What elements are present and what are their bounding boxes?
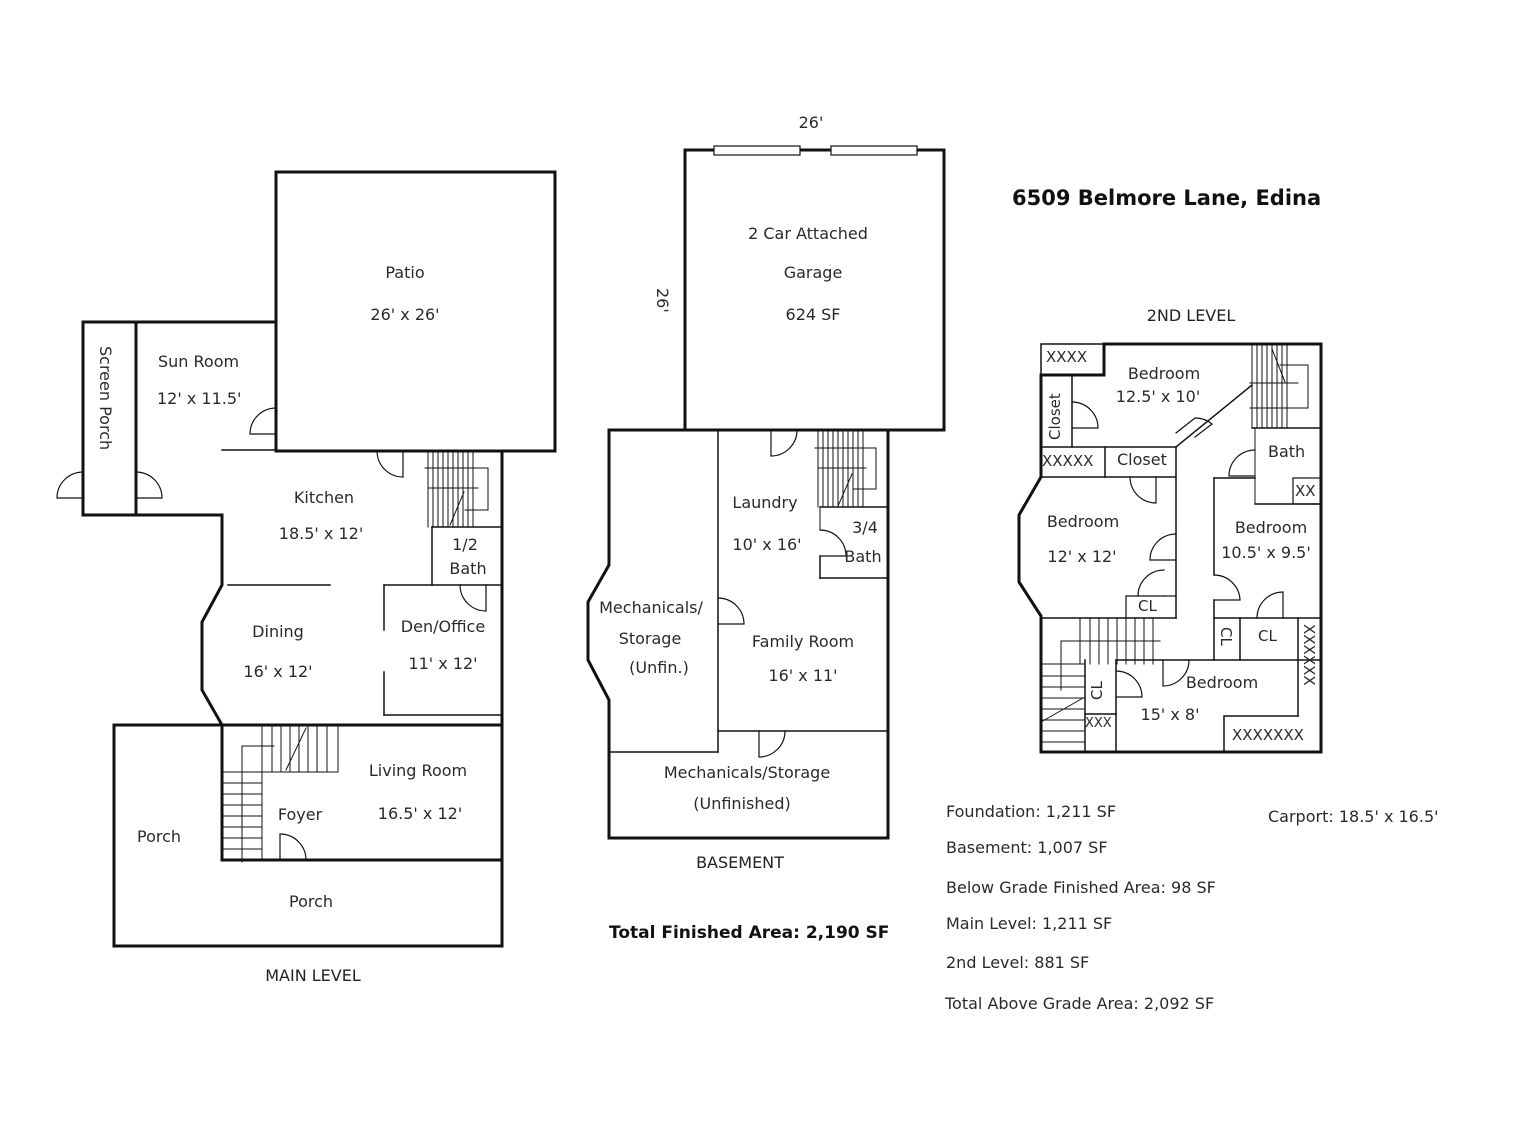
room-size-kitchen: 18.5' x 12': [278, 524, 364, 543]
garage-dimension-top: 26': [798, 113, 824, 132]
main-level-walls: [56, 170, 557, 948]
room-name-bedroom-2: Bedroom: [1046, 512, 1120, 531]
room-size-family-room: 16' x 11': [768, 666, 838, 685]
basement-area: Basement: 1,007 SF: [946, 838, 1108, 857]
garage-dimension-side: 26': [653, 288, 672, 313]
second-level-area: 2nd Level: 881 SF: [946, 953, 1090, 972]
closet-label-4: CL: [1088, 681, 1106, 700]
room-label-three-quarter-bath: Bath: [844, 547, 882, 566]
room-name-porch-left: Porch: [136, 827, 182, 846]
below-grade-finished-area: Below Grade Finished Area: 98 SF: [946, 878, 1216, 897]
room-size-patio: 26' x 26': [370, 305, 440, 324]
room-line3-mechanicals-left: (Unfin.): [629, 658, 689, 677]
room-size-bedroom-1: 12.5' x 10': [1115, 387, 1201, 406]
room-name-bedroom-4: Bedroom: [1185, 673, 1259, 692]
carport-size: Carport: 18.5' x 16.5': [1268, 807, 1439, 826]
storage-mark-2: XXXXX: [1042, 452, 1094, 470]
room-name-dining: Dining: [252, 622, 304, 641]
room-name-mechanicals-storage: Mechanicals/Storage: [663, 763, 831, 782]
garage-name-line2: Garage: [783, 263, 843, 282]
foundation-area: Foundation: 1,211 SF: [946, 802, 1117, 821]
total-above-grade-area: Total Above Grade Area: 2,092 SF: [945, 994, 1215, 1013]
storage-mark-1: XXXX: [1046, 348, 1088, 366]
room-name-kitchen: Kitchen: [293, 488, 355, 507]
room-name-foyer: Foyer: [277, 805, 323, 824]
basement-walls: [586, 145, 946, 840]
garage-area: 624 SF: [785, 305, 841, 324]
room-line2-mechanicals-left: Storage: [618, 629, 682, 648]
closet-label-3: CL: [1258, 627, 1277, 645]
room-name-den-office: Den/Office: [400, 617, 486, 636]
room-size-bedroom-4: 15' x 8': [1140, 705, 1200, 724]
storage-mark-6: XXX: [1085, 716, 1112, 731]
room-name-mechanicals-left: Mechanicals/: [599, 598, 703, 617]
storage-mark-4: XXXXXXX: [1232, 726, 1304, 744]
room-name-bath-second: Bath: [1268, 442, 1306, 461]
room-size-sun-room: 12' x 11.5': [157, 389, 242, 408]
room-size-dining: 16' x 12': [243, 662, 313, 681]
room-name-screen-porch: Screen Porch: [96, 346, 115, 451]
level-label-main: MAIN LEVEL: [265, 966, 361, 985]
room-size-den-office: 11' x 12': [408, 654, 478, 673]
second-level-walls: [1017, 342, 1323, 754]
room-name-closet-2: Closet: [1117, 450, 1167, 469]
room-name-laundry: Laundry: [732, 493, 798, 512]
level-label-basement: BASEMENT: [696, 853, 784, 872]
total-finished-area: Total Finished Area: 2,190 SF: [609, 923, 890, 943]
room-name-family-room: Family Room: [751, 632, 855, 651]
room-name-sun-room: Sun Room: [158, 352, 240, 371]
room-name-living-room: Living Room: [368, 761, 468, 780]
storage-mark-5: XXXXXX: [1300, 624, 1318, 686]
garage-name-line1: 2 Car Attached: [748, 224, 868, 243]
room-size-bedroom-2: 12' x 12': [1047, 547, 1117, 566]
room-name-bedroom-1: Bedroom: [1127, 364, 1201, 383]
room-name-porch-front: Porch: [288, 892, 334, 911]
room-name-bedroom-3: Bedroom: [1234, 518, 1308, 537]
storage-mark-3: XX: [1295, 482, 1316, 500]
level-label-second: 2ND LEVEL: [1146, 306, 1236, 325]
closet-label-1: CL: [1138, 597, 1157, 615]
room-size-laundry: 10' x 16': [732, 535, 802, 554]
room-size-living-room: 16.5' x 12': [377, 804, 463, 823]
page-title: 6509 Belmore Lane, Edina: [1012, 186, 1322, 210]
room-name-closet-1: Closet: [1046, 393, 1064, 440]
room-size-bedroom-3: 10.5' x 9.5': [1221, 543, 1311, 562]
room-size-mechanicals-storage: (Unfinished): [693, 794, 791, 813]
room-name-patio: Patio: [385, 263, 425, 282]
room-name-half-bath: 1/2: [452, 535, 478, 554]
main-level-area: Main Level: 1,211 SF: [946, 914, 1113, 933]
room-name-three-quarter-bath: 3/4: [852, 518, 878, 537]
room-label-half-bath: Bath: [449, 559, 487, 578]
closet-label-2: CL: [1217, 627, 1235, 646]
